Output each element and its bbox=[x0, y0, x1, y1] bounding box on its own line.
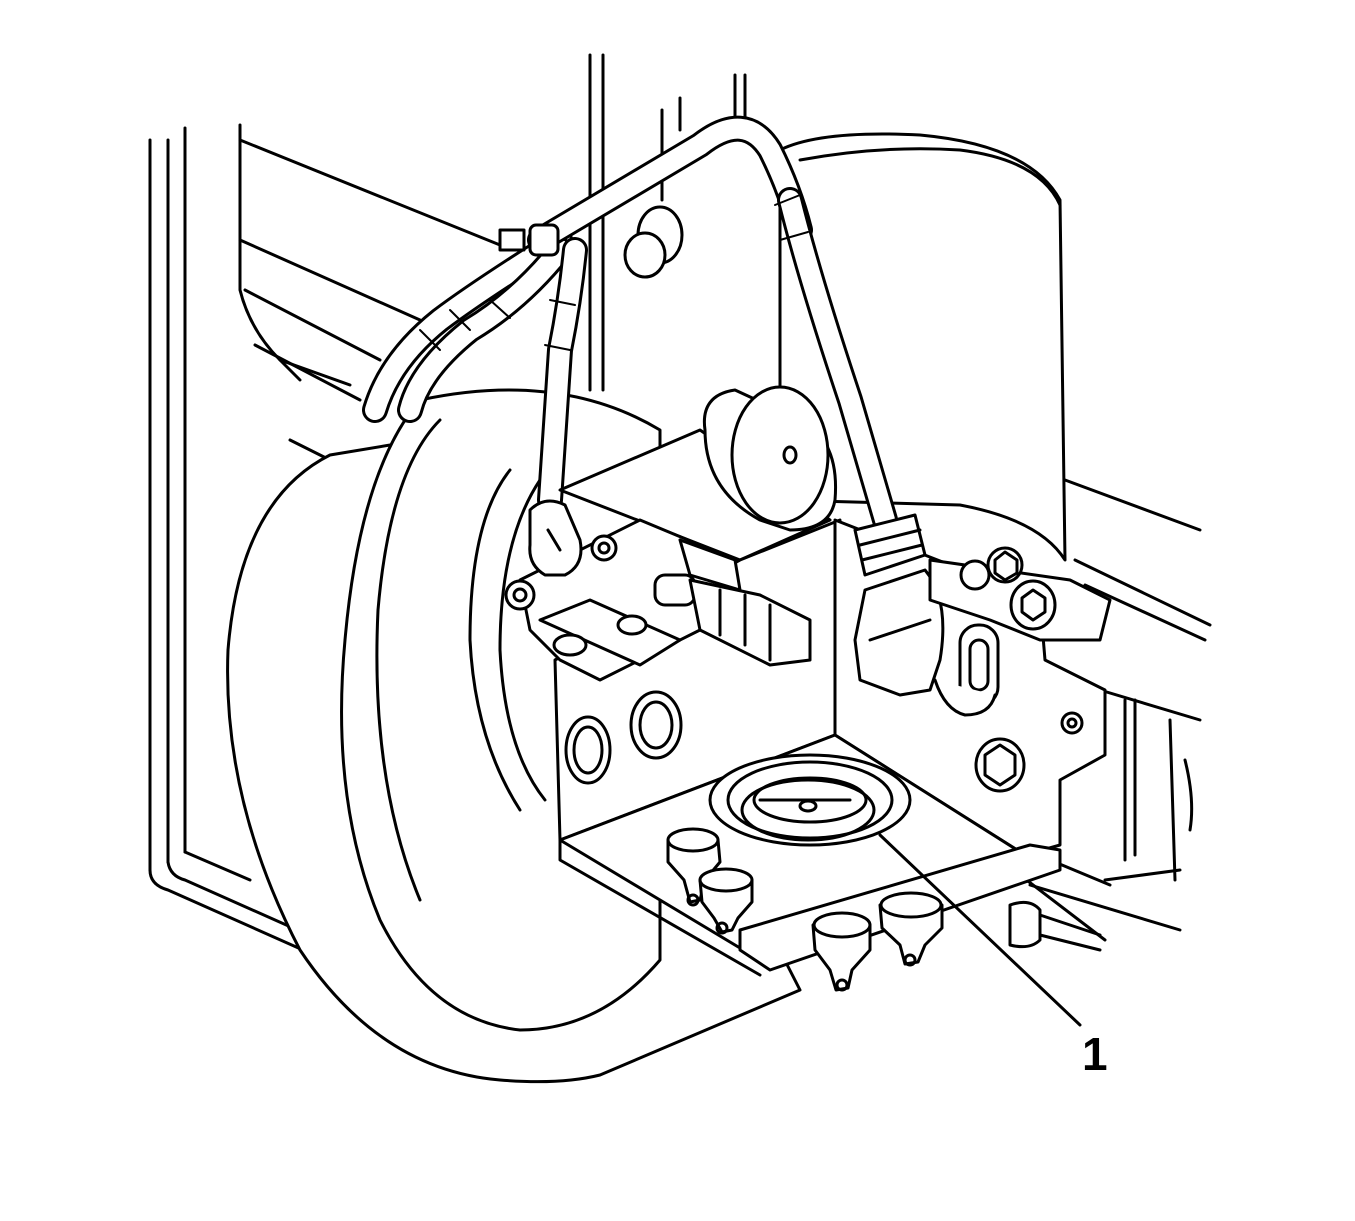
brake-hoses bbox=[362, 115, 898, 533]
brake-booster-cylinder bbox=[778, 132, 1067, 562]
callout-leader-line bbox=[878, 833, 1082, 1027]
right-valve-assembly bbox=[853, 513, 1112, 717]
bleeder-ports bbox=[666, 827, 1102, 992]
left-valve-assembly bbox=[504, 499, 812, 682]
accumulator-cover bbox=[708, 753, 912, 847]
callout-1: 1 bbox=[878, 833, 1108, 1080]
callout-label: 1 bbox=[1082, 1028, 1108, 1080]
pump-motor-cap bbox=[702, 385, 838, 532]
